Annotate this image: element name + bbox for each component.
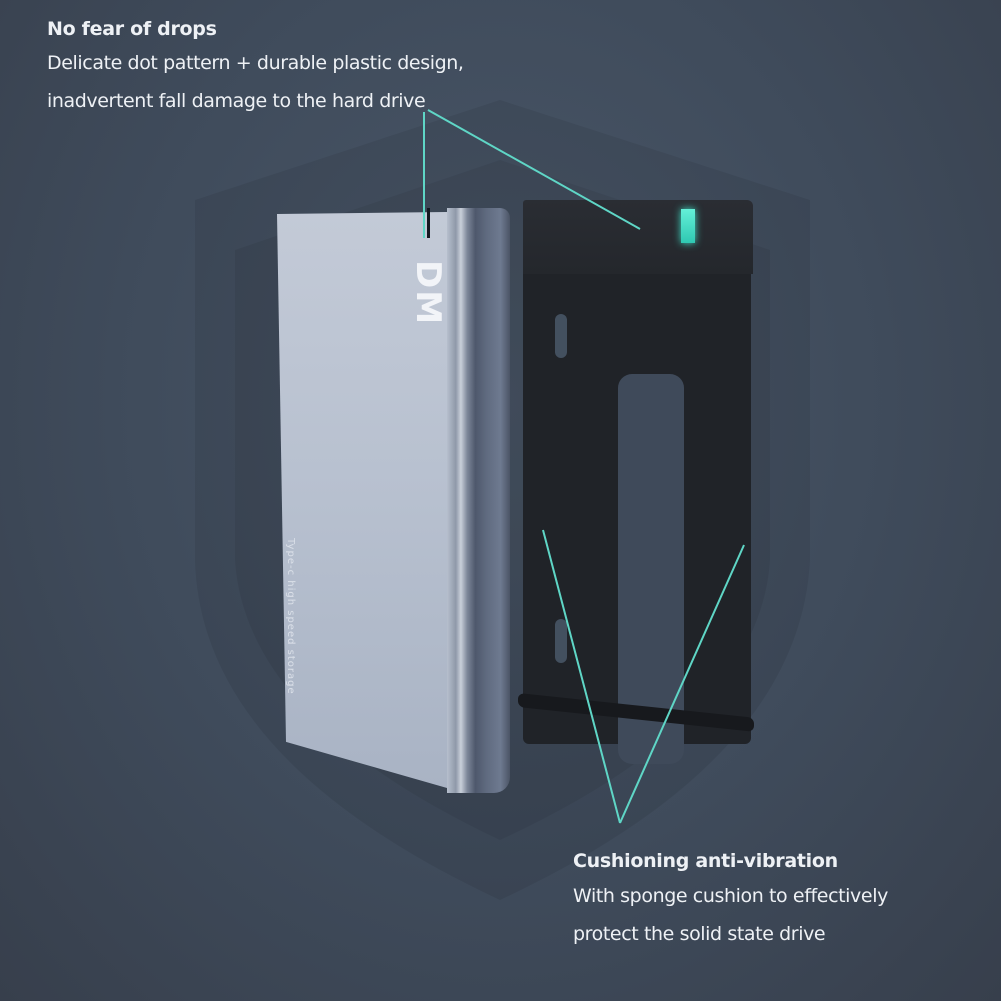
protective-caddy-image bbox=[518, 198, 758, 764]
drive-edge bbox=[447, 208, 510, 793]
ssd-drive-image: DM Type-c high speed storage bbox=[277, 208, 510, 793]
caddy-top bbox=[523, 200, 753, 274]
caddy-body bbox=[523, 274, 751, 764]
caddy-hole bbox=[555, 314, 567, 358]
caddy-hole bbox=[555, 619, 567, 663]
led-slot bbox=[427, 208, 430, 238]
bottom-callout-line: protect the solid state drive bbox=[573, 923, 826, 945]
led-indicator-icon bbox=[681, 209, 695, 243]
drive-tagline: Type-c high speed storage bbox=[285, 538, 296, 695]
top-callout-title: No fear of drops bbox=[47, 18, 217, 40]
top-callout: No fear of drops Delicate dot pattern + … bbox=[47, 14, 464, 120]
top-callout-line: Delicate dot pattern + durable plastic d… bbox=[47, 52, 464, 74]
drive-face bbox=[277, 212, 447, 788]
top-callout-line: inadvertent fall damage to the hard driv… bbox=[47, 90, 426, 112]
bottom-callout: Cushioning anti-vibration With sponge cu… bbox=[573, 845, 888, 953]
bottom-callout-line: With sponge cushion to effectively bbox=[573, 885, 888, 907]
bottom-callout-title: Cushioning anti-vibration bbox=[573, 850, 838, 872]
brand-logo: DM bbox=[408, 260, 448, 327]
